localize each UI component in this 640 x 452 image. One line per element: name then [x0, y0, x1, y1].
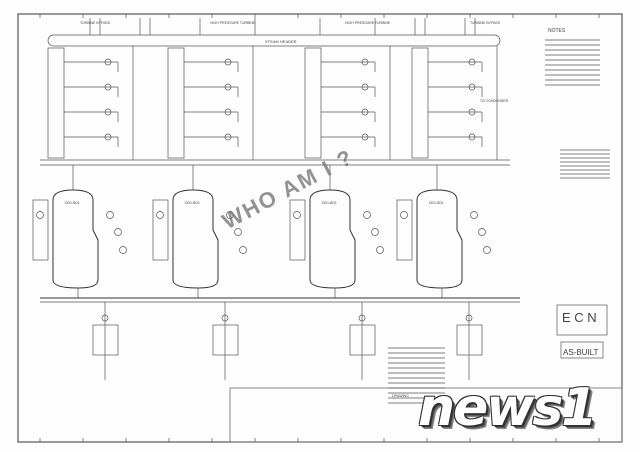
- instrument-loop: [289, 199, 306, 261]
- instrument-bubble: [363, 211, 371, 219]
- instrument-bubble: [104, 133, 112, 141]
- valve-station: [349, 324, 376, 356]
- instrument-bubble: [376, 246, 384, 254]
- instrument-bubble: [234, 228, 242, 236]
- top-label: HIGH PRESSURE TURBINE: [345, 21, 391, 25]
- instrument-bubble: [104, 108, 112, 116]
- instrument-loop: [152, 199, 169, 261]
- instrument-bubble: [371, 228, 379, 236]
- as-built-box: [560, 341, 604, 359]
- vessel-tag: DD1-B04: [65, 201, 79, 205]
- instrument-bubble: [483, 246, 491, 254]
- valve-station: [92, 324, 119, 356]
- condenser-label: TO CONDENSER: [480, 99, 509, 103]
- steam-header-pipe: [47, 34, 501, 47]
- pressure-vessel: [172, 189, 219, 289]
- instrument-bubble: [470, 211, 478, 219]
- instrument-bubble: [361, 133, 369, 141]
- title-block-label: DRAWING: [392, 394, 409, 398]
- instrument-bubble: [224, 83, 232, 91]
- instrument-loop: [396, 199, 413, 261]
- instrument-bubble: [361, 58, 369, 66]
- vessel-tag: DD1-B02: [322, 201, 336, 205]
- instrument-bubble: [36, 211, 44, 219]
- instrument-bubble: [156, 211, 164, 219]
- top-label: TURBINE BYPASS: [470, 21, 501, 25]
- vessel-tag: DD1-B01: [429, 201, 443, 205]
- steam-header-label: STEAM HEADER: [265, 39, 297, 44]
- instrument-bubble: [358, 314, 366, 322]
- instrument-bubble: [226, 211, 234, 219]
- instrument-bubble: [239, 246, 247, 254]
- instrument-bubble: [400, 211, 408, 219]
- instrument-bubble: [106, 211, 114, 219]
- instrument-bubble: [101, 314, 109, 322]
- instrument-bubble: [224, 133, 232, 141]
- steam-drum: [411, 47, 429, 159]
- instrument-bubble: [468, 58, 476, 66]
- steam-drum: [47, 47, 65, 159]
- instrument-bubble: [114, 228, 122, 236]
- instrument-loop: [32, 199, 49, 261]
- instrument-bubble: [468, 108, 476, 116]
- pressure-vessel: [309, 189, 356, 289]
- instrument-bubble: [224, 108, 232, 116]
- as-built-label: AS-BUILT: [563, 348, 599, 357]
- instrument-bubble: [361, 83, 369, 91]
- instrument-bubble: [465, 314, 473, 322]
- instrument-bubble: [104, 58, 112, 66]
- top-label: HIGH PRESSURE TURBINE: [210, 21, 256, 25]
- instrument-bubble: [361, 108, 369, 116]
- pressure-vessel: [52, 189, 99, 289]
- news1-logo: news1: [418, 378, 597, 438]
- instrument-bubble: [478, 228, 486, 236]
- steam-drum: [167, 47, 185, 159]
- ecn-label: E C N: [562, 310, 597, 325]
- instrument-bubble: [104, 83, 112, 91]
- top-label: TURBINE BYPASS: [80, 21, 111, 25]
- instrument-bubble: [468, 83, 476, 91]
- valve-station: [212, 324, 239, 356]
- steam-drum: [304, 47, 322, 159]
- pressure-vessel: [416, 189, 463, 289]
- instrument-bubble: [119, 246, 127, 254]
- valve-station: [456, 324, 483, 356]
- instrument-bubble: [224, 58, 232, 66]
- instrument-bubble: [221, 314, 229, 322]
- instrument-bubble: [468, 133, 476, 141]
- instrument-bubble: [293, 211, 301, 219]
- vessel-tag: DD1-B03: [185, 201, 199, 205]
- notes-title: NOTES: [548, 28, 566, 34]
- ecn-box: [556, 304, 608, 336]
